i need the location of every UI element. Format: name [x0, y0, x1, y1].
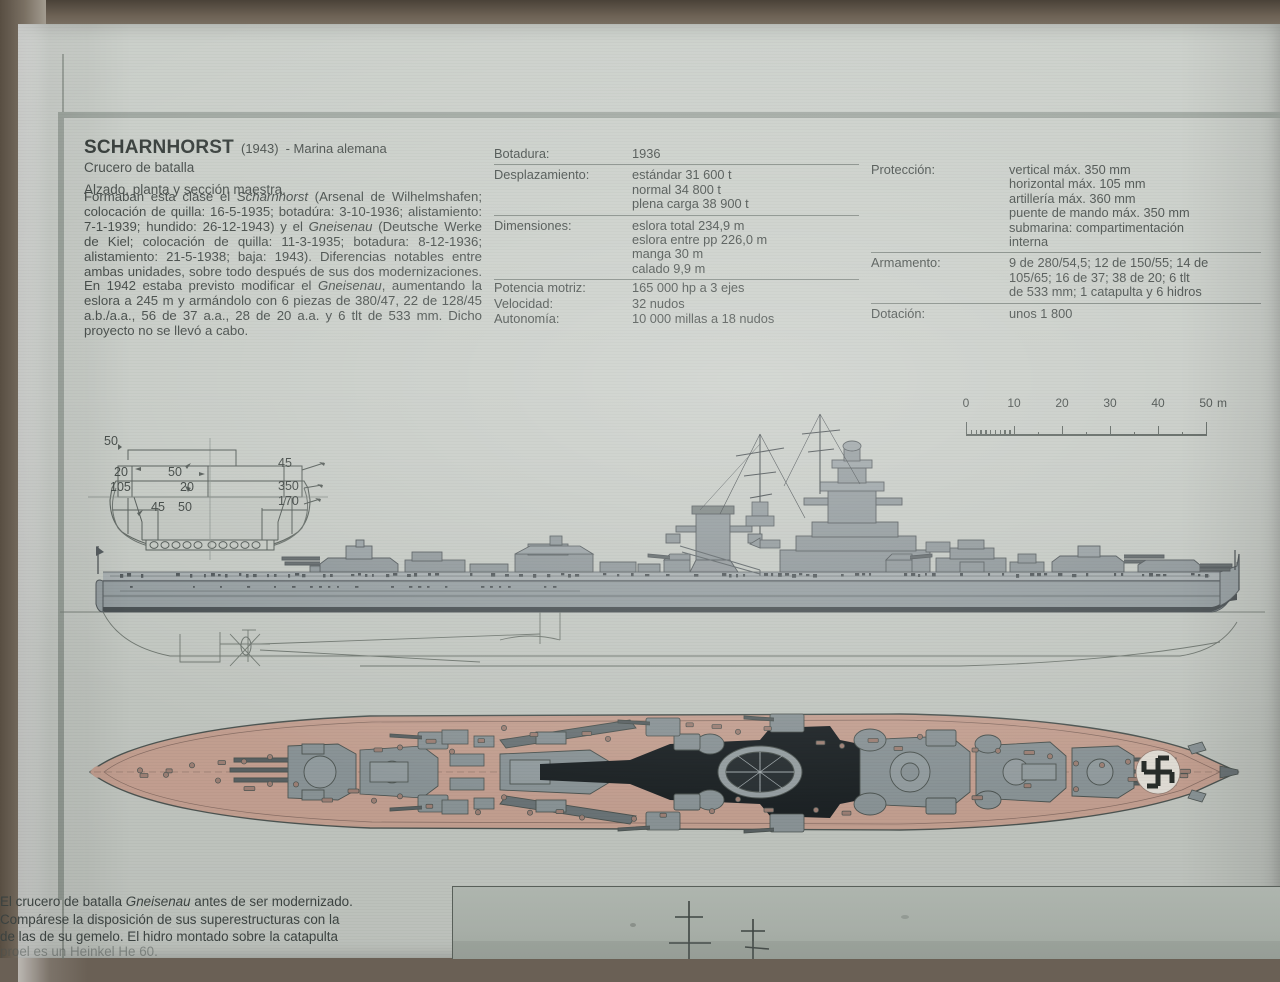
ship-name: SCHARNHORST [84, 137, 234, 158]
spec-key: Dimensiones: [494, 217, 572, 233]
spec-key: Dotación: [871, 305, 926, 321]
spec-value: unos 1 800 [1009, 305, 1073, 321]
bottom-caption-cut-line: proel es un Heinkel He 60. [0, 944, 158, 958]
spec-value: 165 000 hp a 3 ejes [632, 280, 745, 296]
scale-bar: 0 10 20 30 40 50 m [958, 396, 1227, 442]
caption-line: de las de su gemelo. El hidro montado so… [0, 929, 338, 944]
scale-unit-label: m [1217, 396, 1227, 410]
xsec-label-inner-mid-upper: 50 [168, 465, 182, 479]
spec-key: Protección: [871, 162, 936, 177]
bottom-caption: El crucero de batalla Gneisenau antes de… [0, 893, 436, 946]
cross-section-drawing: 50 20 105 50 20 50 45 45 350 170 [88, 434, 328, 564]
book-page: SCHARNHORST (1943) - Marina alemana Cruc… [18, 24, 1280, 982]
ship-navy: - Marina alemana [285, 141, 387, 156]
xsec-label-inner-mid-lower: 20 [180, 480, 194, 494]
plan-view-drawing [70, 684, 1250, 864]
page-curl-highlight [18, 24, 88, 982]
caption-line: Compárese la disposición de sus superest… [0, 911, 340, 927]
scale-tick-label: 50 [1199, 396, 1213, 410]
ship-year: (1943) [240, 141, 279, 156]
caption-line: El crucero de batalla Gneisenau antes de… [0, 894, 353, 909]
plate-frame [58, 112, 1280, 900]
xsec-label-right-lower: 170 [278, 494, 299, 508]
spec-key: Desplazamiento: [494, 167, 590, 183]
inset-photo-gneisenau [452, 886, 1280, 959]
description-paragraph: Formaban esta clase el Scharnhorst (Arse… [84, 189, 482, 339]
xsec-label-inner-left-lower: 105 [110, 480, 131, 494]
scale-tick-label: 0 [962, 396, 970, 410]
xsec-label-inner-bottom-left: 45 [151, 500, 165, 514]
spec-row: Autonomía: 10 000 millas a 18 nudos [494, 311, 859, 326]
spec-key: Armamento: [871, 255, 941, 271]
spec-row: Armamento: 9 de 280/54,5; 12 de 150/55; 1… [871, 252, 1261, 302]
spec-value: 32 nudos [632, 295, 685, 311]
xsec-label-top-left: 50 [104, 434, 118, 448]
profile-view-drawing [60, 394, 1265, 674]
xsec-label-inner-bottom-mid: 50 [178, 500, 192, 514]
spec-value: 10 000 millas a 18 nudos [632, 311, 775, 327]
spec-key: Autonomía: [494, 311, 560, 327]
spec-row: Botadura: 1936 [494, 144, 859, 164]
xsec-label-inner-left-upper: 20 [114, 465, 128, 479]
spec-value: 1936 [632, 146, 661, 161]
spec-key: Potencia motriz: [494, 280, 586, 296]
xsec-label-right-upper: 45 [278, 456, 292, 470]
spec-row: Dotación: unos 1 800 [871, 302, 1261, 324]
scale-tick-label: 20 [1055, 396, 1069, 410]
scale-tick-label: 30 [1103, 396, 1117, 410]
spec-row: Potencia motriz: 165 000 hp a 3 ejes [494, 279, 859, 295]
ship-type: Crucero de batalla [84, 160, 195, 175]
scale-tick-label: 40 [1151, 396, 1165, 410]
spec-key: Botadura: [494, 146, 550, 161]
scale-tick-labels: 0 10 20 30 40 50 m [958, 396, 1227, 412]
scale-rule [966, 420, 1208, 436]
spec-row: Velocidad: 32 nudos [494, 296, 859, 311]
plate-header: SCHARNHORST (1943) - Marina alemana Cruc… [84, 137, 484, 197]
scale-tick-label: 10 [1007, 396, 1021, 410]
spec-key: Velocidad: [494, 295, 554, 311]
ship-views-line: Alzado, planta y sección maestra. [84, 182, 286, 197]
xsec-label-right-mid: 350 [278, 479, 299, 493]
